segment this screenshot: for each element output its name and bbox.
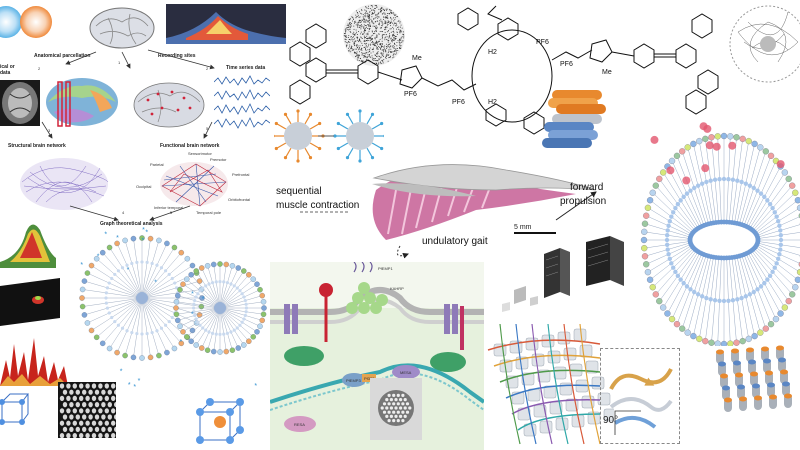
- kahrp-label: KAHRP: [390, 286, 404, 291]
- spike-surface-plot: [0, 330, 68, 388]
- svg-text:*: *: [80, 262, 83, 269]
- angle-label: 90°: [603, 415, 618, 426]
- muscle-contraction-label: muscle contraction: [276, 200, 359, 211]
- svg-text:*: *: [127, 267, 130, 274]
- resa-label: RESA: [294, 422, 305, 427]
- h2-label: H2: [488, 99, 497, 106]
- bcc-lattice-icon: [194, 396, 246, 444]
- pf6-label: PF6: [452, 99, 465, 106]
- svg-text:*: *: [128, 382, 131, 389]
- dark-surface-image: [0, 278, 60, 326]
- forward-label: forward: [570, 182, 603, 193]
- helix-inset-panel: 90°: [600, 348, 680, 444]
- pf6-label: PF6: [536, 39, 549, 46]
- tube-bundle-diagram: [538, 84, 618, 154]
- undulatory-gait-label: undulatory gait: [422, 236, 488, 247]
- svg-text:*: *: [97, 254, 100, 261]
- me-label: Me: [412, 55, 422, 62]
- scale-bar-label: 5 mm: [514, 224, 532, 231]
- stacked-tube-lattice: [708, 342, 800, 422]
- h2-label: H2: [488, 49, 497, 56]
- svg-text:*: *: [120, 369, 123, 376]
- nanoparticle-micrograph: [370, 378, 422, 440]
- propulsion-label: propulsion: [560, 196, 606, 207]
- svg-text:*: *: [104, 231, 107, 238]
- sequential-label: sequential: [276, 186, 322, 197]
- polymer-network-sketch: [728, 2, 800, 86]
- pf6-label: PF6: [560, 61, 573, 68]
- svg-text:*: *: [179, 339, 182, 346]
- ring-network-diagram: [632, 116, 800, 346]
- svg-text:*: *: [254, 383, 257, 390]
- brain-network-panel: ical or data Anatomical parcellation Rec…: [0, 0, 270, 450]
- svg-text:*: *: [145, 230, 148, 237]
- pfemp1-label: PfEMP1: [378, 266, 393, 271]
- radial-network-diagram: ******************: [70, 220, 270, 400]
- helix-inset-drawing: [601, 349, 679, 443]
- svg-text:*: *: [133, 384, 136, 391]
- svg-text:*: *: [116, 235, 119, 242]
- pfemp3-label: PfEMP3: [346, 378, 361, 383]
- helix-lattice-cube: [480, 314, 614, 450]
- svg-text:*: *: [191, 291, 194, 298]
- svg-text:*: *: [154, 279, 157, 286]
- svg-text:*: *: [142, 237, 145, 244]
- crystal-lattice-icon: [0, 390, 30, 440]
- computer-servers-image: [500, 236, 636, 316]
- mesa-label: MESA: [400, 370, 411, 375]
- me-label: Me: [602, 69, 612, 76]
- svg-text:*: *: [191, 311, 194, 318]
- atomic-lattice-image: [58, 382, 116, 438]
- flow-arrows: [0, 40, 270, 230]
- gradient-circles-icon: [0, 0, 55, 40]
- surface-peak-plot: [0, 212, 56, 268]
- svg-text:*: *: [202, 296, 205, 303]
- pf6-label: PF6: [404, 91, 417, 98]
- svg-text:*: *: [138, 378, 141, 385]
- svg-text:*: *: [142, 227, 145, 234]
